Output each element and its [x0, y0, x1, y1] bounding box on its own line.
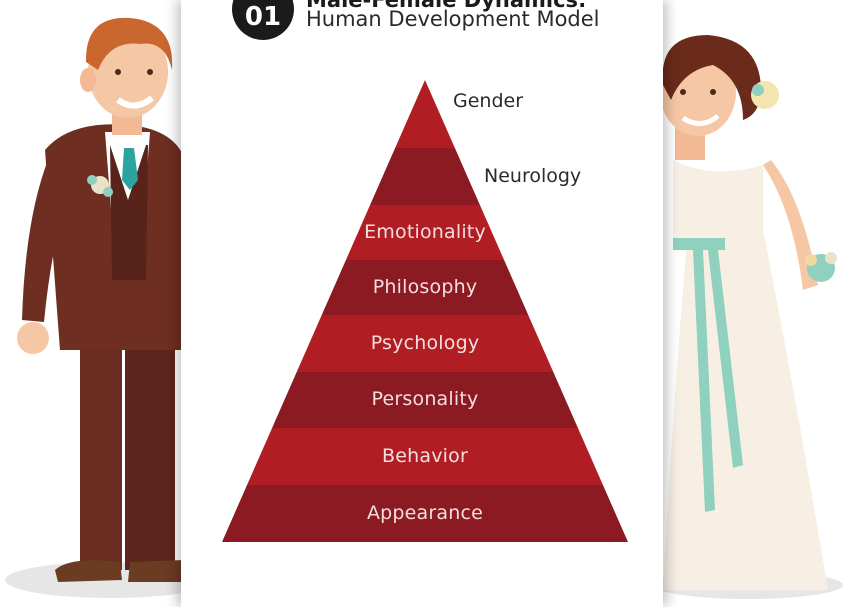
pyramid-label-appearance: Appearance — [366, 501, 484, 524]
pyramid-label-personality: Personality — [371, 388, 479, 410]
groom-illustration — [5, 17, 200, 598]
bride-illustration — [653, 35, 843, 599]
pyramid-label-psychology: Psychology — [370, 331, 480, 354]
pyramid-level-emotionality — [345, 205, 505, 260]
pyramid-level-neurology — [370, 148, 480, 205]
pyramid-level-philosophy — [321, 260, 529, 315]
pyramid-level-behavior — [247, 428, 603, 485]
diagram-title: Male-Female Dynamics: — [306, 0, 587, 12]
pyramid-level-personality — [272, 372, 578, 428]
diagram-subtitle: Human Development Model — [306, 7, 600, 31]
pyramid-label-behavior: Behavior — [382, 444, 468, 467]
pyramid-label-emotionality: Emotionality — [364, 220, 486, 243]
step-number-badge: 01 — [232, 0, 294, 40]
pyramid-label-philosophy: Philosophy — [372, 275, 478, 298]
pyramid-level-psychology — [296, 315, 554, 372]
pyramid-label-gender: Gender — [453, 90, 524, 112]
pyramid-level-gender — [395, 80, 455, 148]
pyramid-level-appearance — [222, 485, 628, 542]
pyramid-label-neurology: Neurology — [484, 164, 582, 187]
